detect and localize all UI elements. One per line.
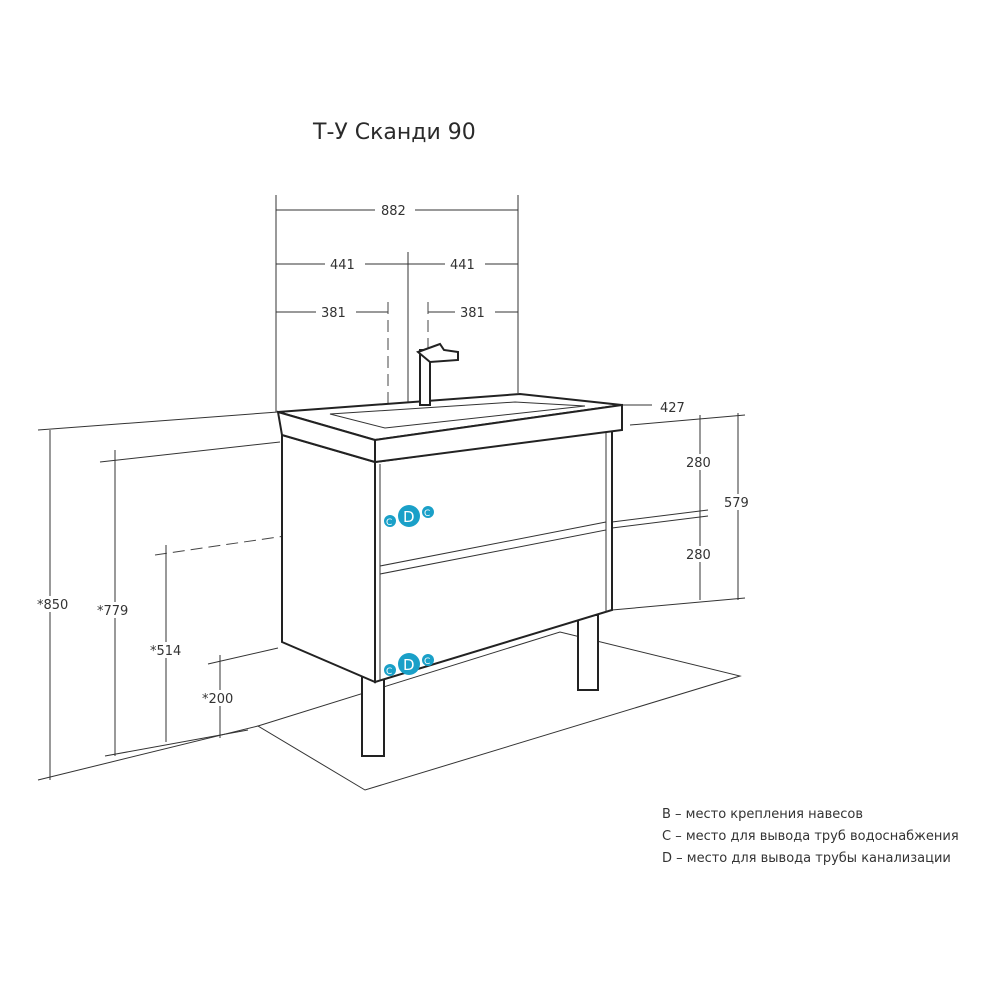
- water-outlet-marker: [384, 664, 396, 676]
- svg-text:C: C: [386, 518, 392, 528]
- dim-280-top: 280: [686, 456, 711, 471]
- marker-group-bottom: C D C: [384, 653, 434, 677]
- dim-579: 579: [724, 496, 749, 511]
- basin-bowl: [329, 401, 586, 429]
- water-outlet-marker: [422, 506, 434, 518]
- water-outlet-marker: [422, 654, 434, 666]
- dim-514: *514: [150, 644, 181, 659]
- svg-text:D: D: [403, 508, 415, 526]
- drain-marker: [398, 653, 420, 675]
- svg-text:C: C: [424, 509, 430, 519]
- svg-text:D: D: [403, 656, 415, 674]
- dim-850: *850: [37, 598, 68, 613]
- dim-882: 882: [381, 204, 406, 219]
- dim-381-left: 381: [321, 306, 346, 321]
- marker-group-top: C D C: [384, 505, 434, 528]
- title: Т-У Сканди 90: [312, 120, 476, 145]
- front-leg: [361, 675, 385, 757]
- legend: B – место крепления навесов C – место дл…: [662, 804, 959, 870]
- dim-280-bottom: 280: [686, 548, 711, 563]
- svg-text:C: C: [386, 667, 392, 677]
- dim-381-right: 381: [460, 306, 485, 321]
- cabinet-front: [374, 428, 613, 684]
- drain-marker: [398, 505, 420, 527]
- legend-item-d: D – место для вывода трубы канализации: [662, 851, 951, 866]
- basin-side: [276, 410, 376, 464]
- water-outlet-marker: [384, 515, 396, 527]
- cabinet-side: [281, 433, 376, 684]
- dim-441-right: 441: [450, 258, 475, 273]
- legend-item-b: B – место крепления навесов: [662, 807, 863, 822]
- back-leg: [577, 614, 599, 691]
- legend-item-c: C – место для вывода труб водоснабжения: [662, 829, 959, 844]
- faucet-icon: [416, 342, 459, 406]
- dim-441-left: 441: [330, 258, 355, 273]
- dim-779: *779: [97, 604, 128, 619]
- drawer-divider: [379, 521, 607, 575]
- dim-200: *200: [202, 692, 233, 707]
- svg-text:C: C: [424, 657, 430, 667]
- dim-427: 427: [660, 401, 685, 416]
- floor-outline: [256, 631, 742, 791]
